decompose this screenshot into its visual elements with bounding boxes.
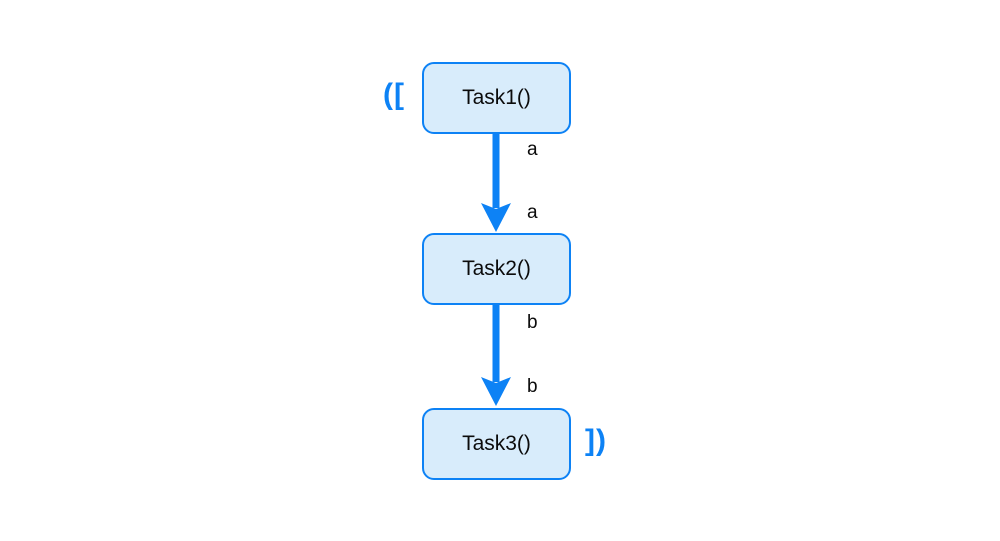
node-task2-label: Task2() xyxy=(462,257,531,280)
edge-task1-task2 xyxy=(481,134,511,232)
edge1-source-label: a xyxy=(527,139,538,160)
node-task2: Task2() xyxy=(422,233,571,305)
edge2-target-label: b xyxy=(527,376,538,397)
node-task1: Task1() xyxy=(422,62,571,134)
node-task3-label: Task3() xyxy=(462,432,531,455)
node-task3: Task3() xyxy=(422,408,571,480)
arrowhead-icon xyxy=(481,203,511,232)
node-task1-label: Task1() xyxy=(462,86,531,109)
arrowhead-icon xyxy=(481,377,511,406)
open-bracket: ([ xyxy=(383,78,405,111)
edge-task2-task3 xyxy=(481,305,511,406)
edge1-target-label: a xyxy=(527,202,538,223)
edge2-source-label: b xyxy=(527,312,538,333)
close-bracket: ]) xyxy=(585,424,607,457)
